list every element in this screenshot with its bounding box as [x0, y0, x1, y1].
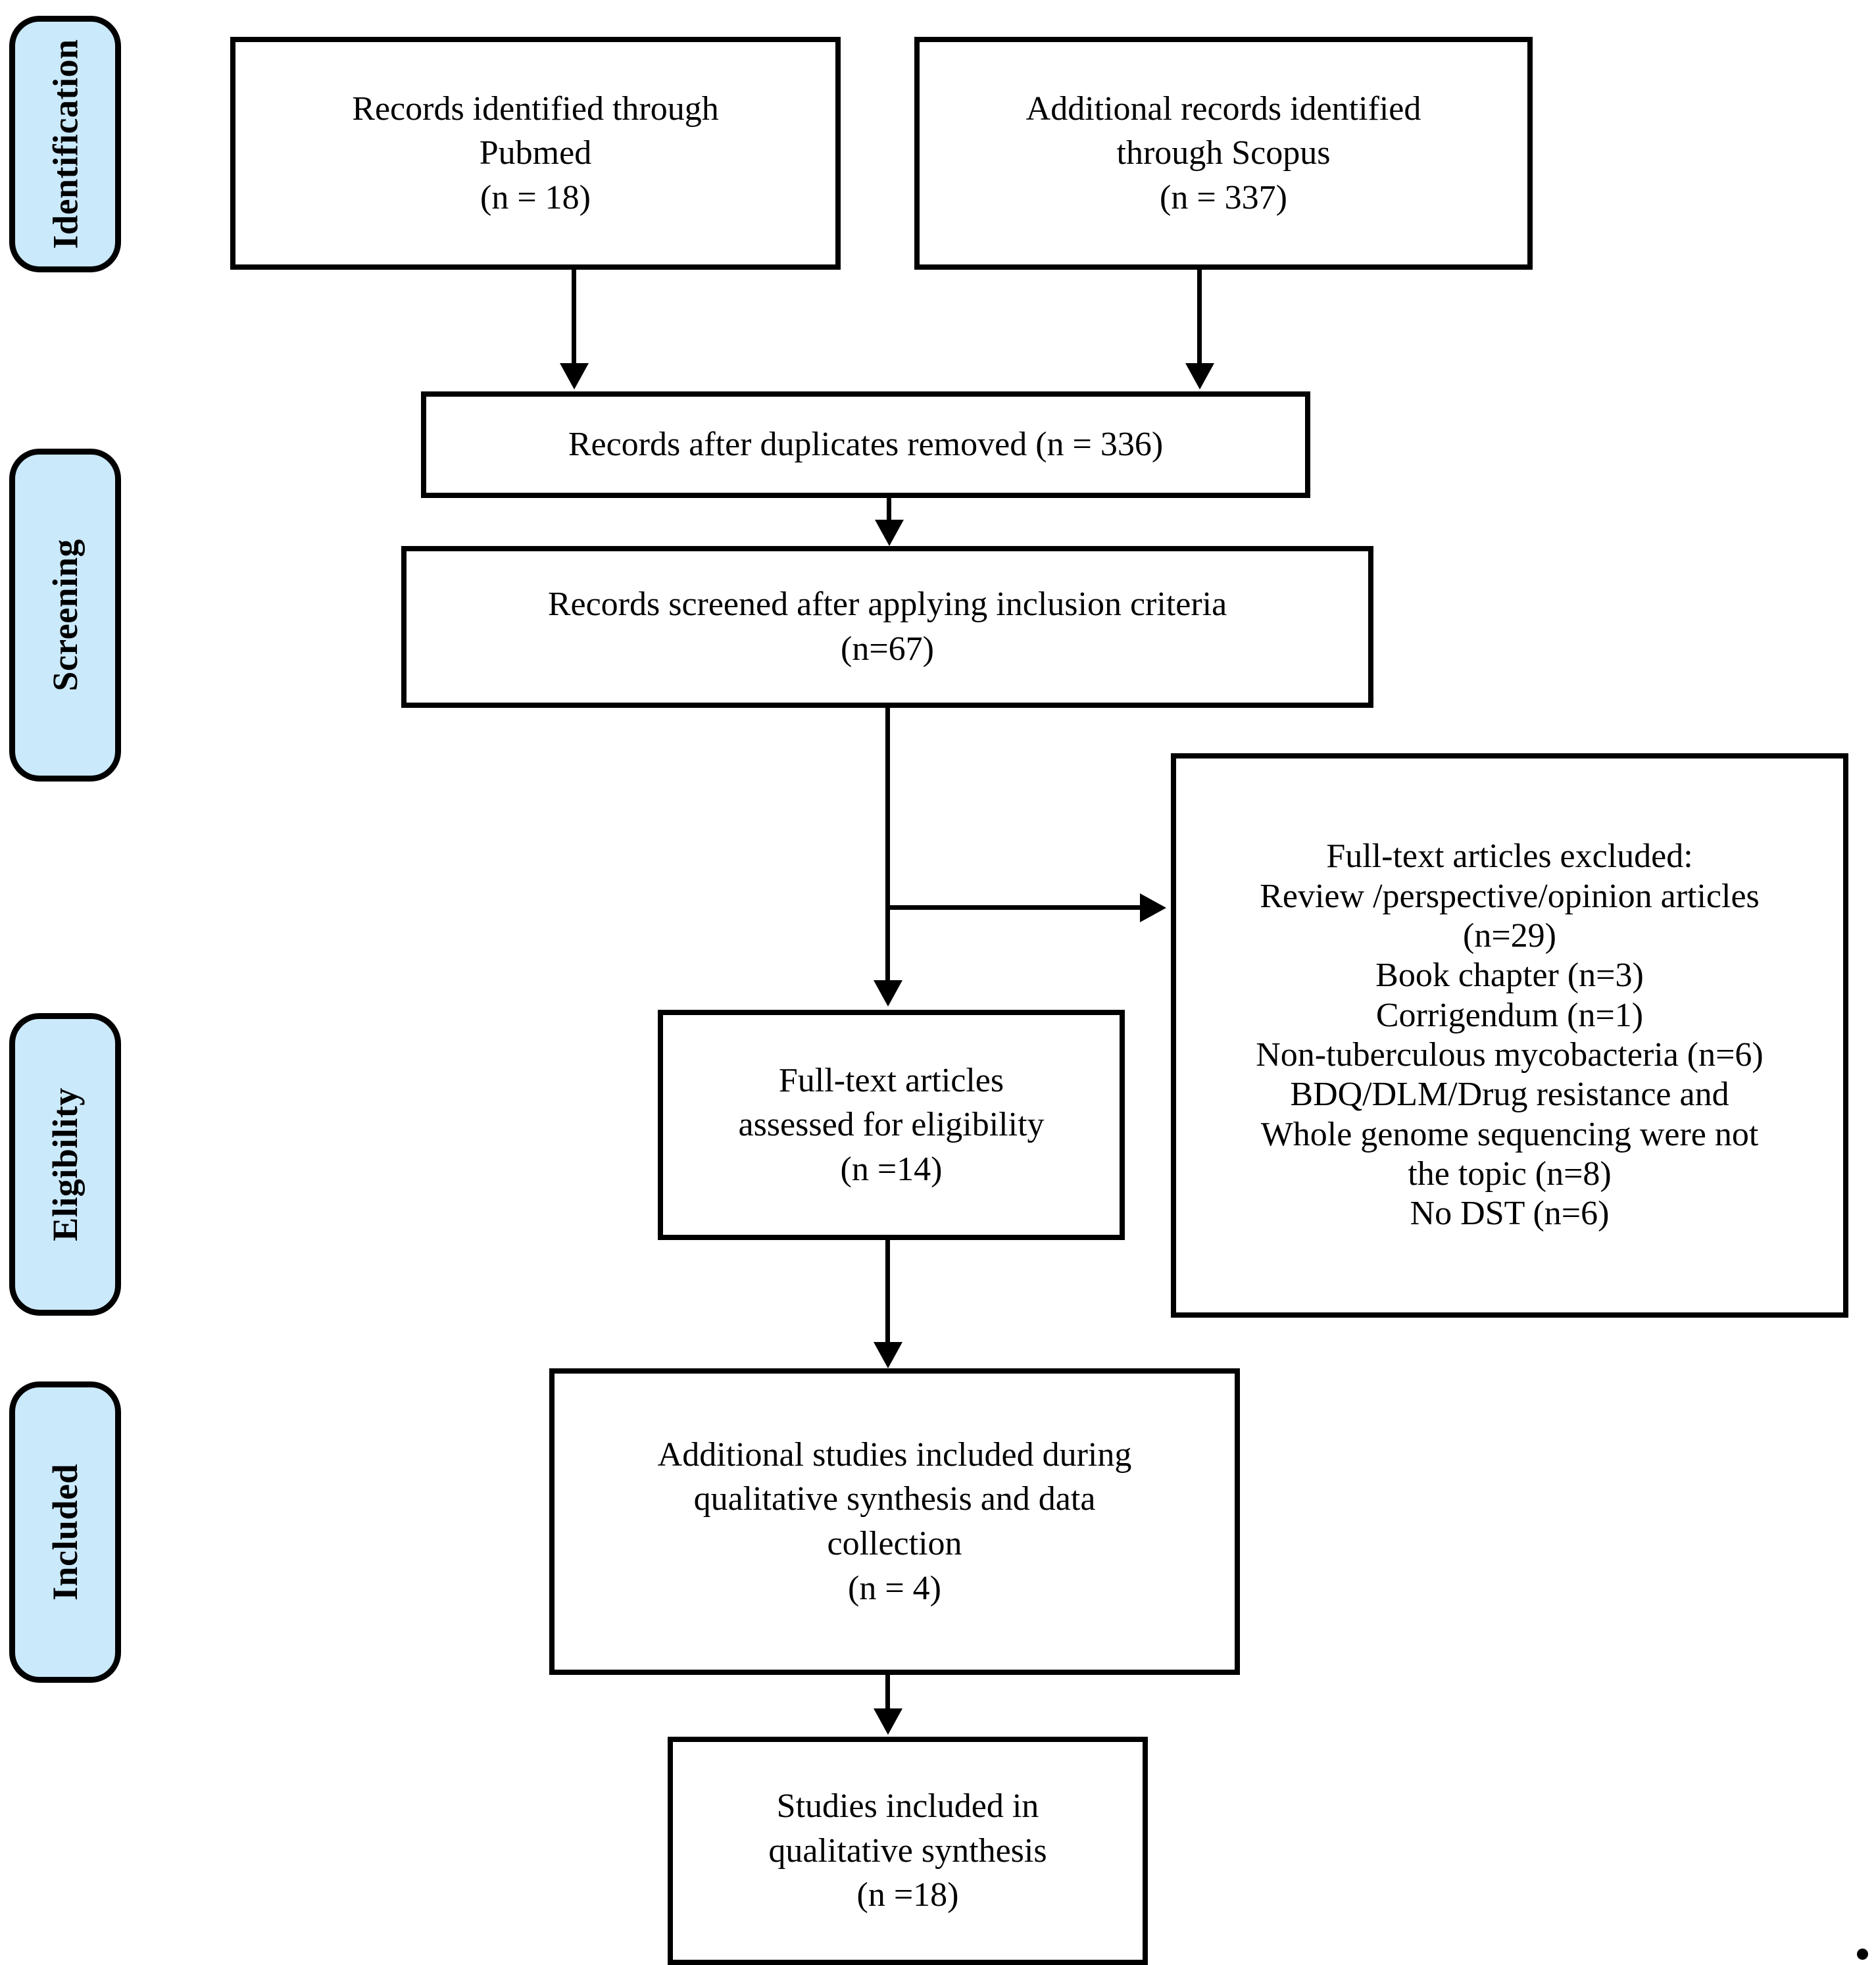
arrowhead-additional-to-final [874, 1708, 902, 1735]
arrowhead-scopus-to-duplicates [1185, 363, 1214, 389]
arrowhead-eligibility-to-additional [874, 1342, 902, 1368]
box-additional-records-scopus: Additional records identified through Sc… [914, 37, 1533, 270]
box-records-identified-pubmed-text: Records identified through Pubmed (n = 1… [352, 89, 719, 216]
arrowhead-duplicates-to-screened [875, 520, 904, 546]
connector-additional-to-final [885, 1675, 890, 1712]
stage-label-screening: Screening [45, 539, 85, 691]
box-records-after-duplicates-removed: Records after duplicates removed (n = 33… [421, 391, 1310, 498]
box-records-identified-pubmed: Records identified through Pubmed (n = 1… [230, 37, 841, 270]
box-studies-included-qualitative-synthesis: Studies included in qualitative synthesi… [668, 1737, 1148, 1965]
box-additional-studies-included: Additional studies included during quali… [549, 1368, 1240, 1675]
box-records-after-duplicates-removed-text: Records after duplicates removed (n = 33… [568, 426, 1164, 464]
stage-label-eligibility: Eligibility [45, 1087, 85, 1241]
box-records-screened: Records screened after applying inclusio… [401, 546, 1373, 708]
connector-pubmed-to-duplicates [572, 270, 576, 365]
stage-pill-identification: Identification [9, 16, 121, 272]
arrowhead-pubmed-to-duplicates [560, 363, 589, 389]
trailing-period-mark [1857, 1949, 1868, 1960]
arrowhead-screened-to-excluded [1140, 893, 1166, 922]
box-additional-records-scopus-text: Additional records identified through Sc… [1025, 89, 1421, 216]
box-additional-studies-included-text: Additional studies included during quali… [657, 1435, 1132, 1607]
stage-pill-screening: Screening [9, 449, 121, 782]
box-full-text-articles-excluded: Full-text articles excluded: Review /per… [1171, 753, 1848, 1318]
connector-screened-to-excluded [885, 905, 1142, 910]
box-studies-included-qualitative-synthesis-text: Studies included in qualitative synthesi… [768, 1787, 1047, 1914]
box-full-text-assessed-for-eligibility: Full-text articles assessed for eligibil… [658, 1010, 1125, 1240]
box-full-text-articles-excluded-text: Full-text articles excluded: Review /per… [1256, 837, 1764, 1233]
connector-eligibility-to-additional [885, 1240, 890, 1345]
stage-label-included: Included [45, 1463, 85, 1601]
connector-scopus-to-duplicates [1197, 270, 1202, 365]
box-full-text-assessed-for-eligibility-text: Full-text articles assessed for eligibil… [738, 1061, 1045, 1188]
stage-label-identification: Identification [45, 39, 86, 249]
stage-pill-eligibility: Eligibility [9, 1013, 121, 1316]
stage-pill-included: Included [9, 1381, 121, 1683]
connector-duplicates-to-screened [887, 498, 891, 523]
connector-screened-to-eligibility [885, 708, 890, 983]
box-records-screened-text: Records screened after applying inclusio… [547, 585, 1227, 668]
arrowhead-screened-to-eligibility [874, 980, 902, 1007]
